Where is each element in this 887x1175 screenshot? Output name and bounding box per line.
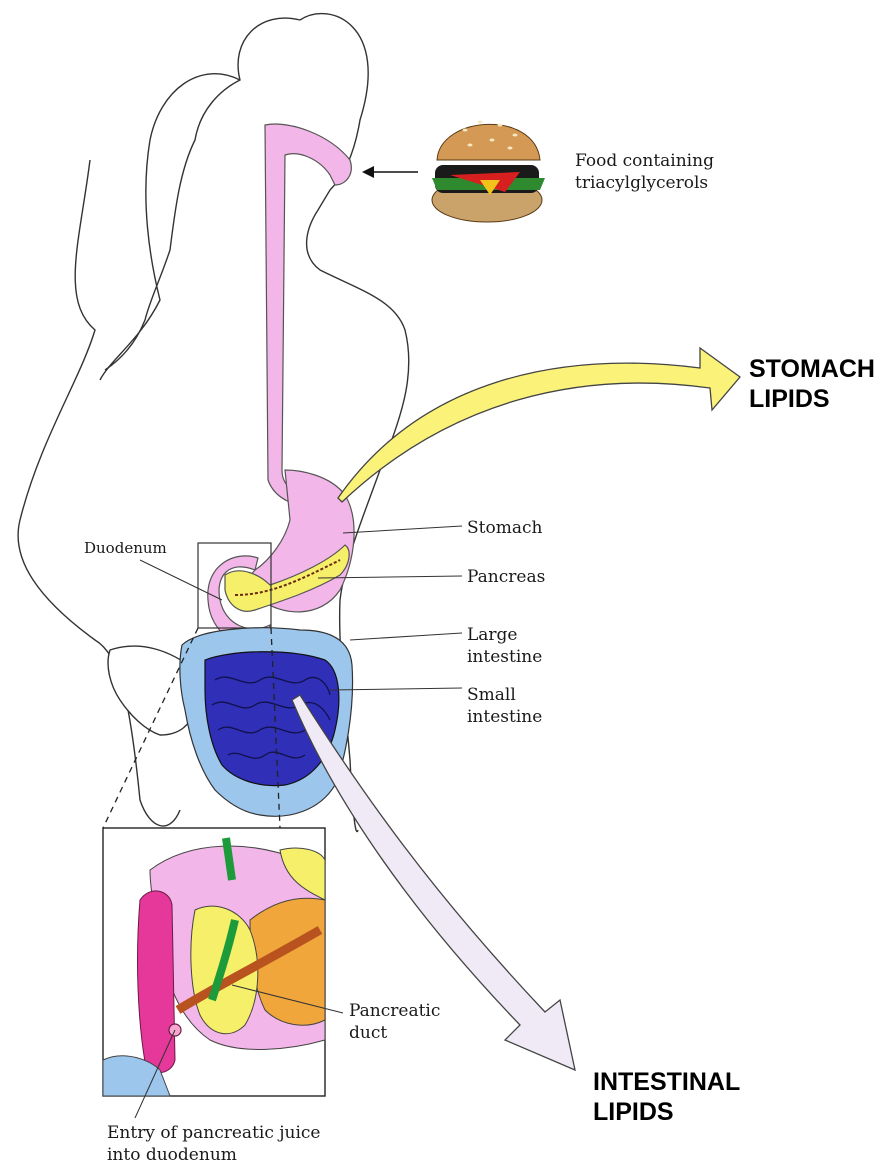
food-arrow [362,166,418,178]
label-pancreas: Pancreas [467,566,545,588]
esophagus [265,124,351,506]
stomach-lipids-arrow [338,348,740,502]
label-small-intestine: Small intestine [467,684,542,728]
label-duodenum: Duodenum [84,537,167,559]
label-large-intestine: Large intestine [467,624,542,668]
label-stomach: Stomach [467,517,542,539]
burger-image [432,121,545,223]
label-pancreatic-duct: Pancreatic duct [349,1000,440,1044]
inset-duodenum [138,891,175,1073]
label-stomach-lipids: STOMACH LIPIDS [749,354,875,414]
label-food: Food containing triacylglycerols [575,150,714,194]
pancreas-inset [103,828,325,1096]
label-intestinal-lipids: INTESTINAL LIPIDS [593,1067,740,1127]
label-entry: Entry of pancreatic juice into duodenum [107,1122,321,1166]
